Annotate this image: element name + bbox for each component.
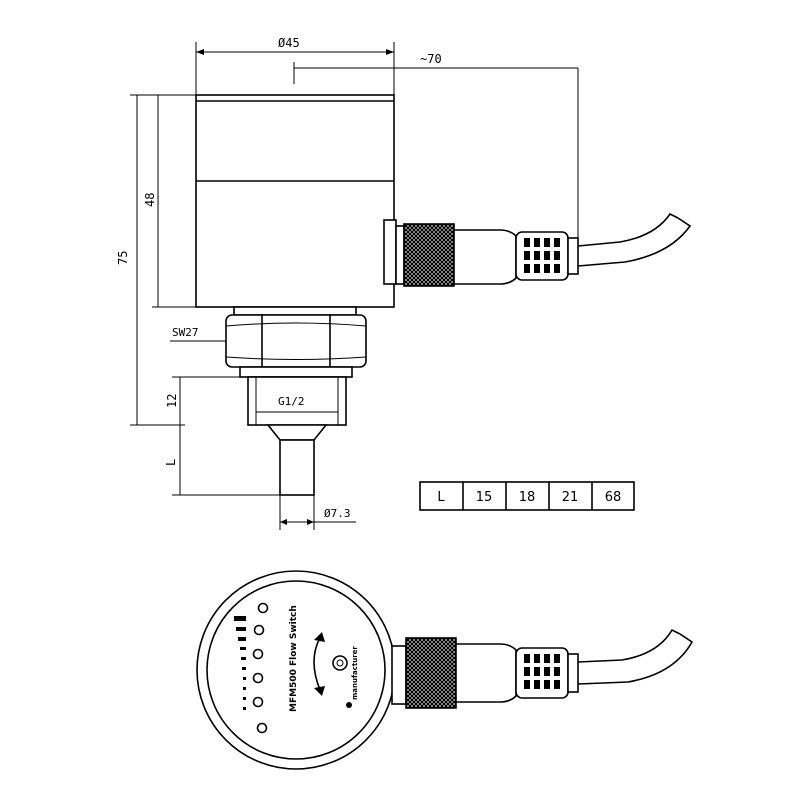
- dimension-cable-length: ~70: [293, 52, 579, 240]
- dim-height-body-label: 48: [143, 193, 157, 207]
- brand-label: manufacturer: [351, 646, 359, 700]
- thread-section: G1/2 12: [165, 376, 347, 426]
- rotation-arrow-icon: [313, 632, 325, 696]
- table-value-cell: 15: [476, 490, 493, 505]
- dim-cable-length-label: ~70: [420, 52, 442, 66]
- table-header-cell: L: [437, 490, 445, 505]
- hex-nut: SW27: [170, 306, 367, 378]
- length-table: L 15 18 21 68: [419, 481, 635, 511]
- thread-label: G1/2: [278, 395, 305, 408]
- dim-height-total-label: 75: [116, 251, 130, 265]
- dim-probe-diameter-label: Ø7.3: [324, 507, 351, 520]
- dimension-diameter-top: Ø45: [195, 36, 395, 95]
- dimension-height-total: 75: [116, 94, 196, 426]
- brand-logo-icon: [332, 655, 352, 708]
- side-connector: [395, 212, 692, 287]
- led-indicators: [252, 602, 269, 734]
- table-value-cell: 68: [605, 490, 622, 505]
- dim-thread-length-label: 12: [165, 394, 179, 408]
- table-value-cell: 21: [562, 490, 579, 505]
- dim-width-top-label: Ø45: [278, 36, 300, 50]
- housing: [195, 94, 397, 308]
- front-connector: [391, 628, 694, 709]
- front-view: MFM500 Flow Switch manufacturer: [196, 570, 396, 770]
- product-label: MFM500 Flow Switch: [289, 605, 299, 712]
- table-value-cell: 18: [519, 490, 536, 505]
- probe: L Ø7.3: [164, 424, 356, 530]
- dimension-height-body: 48: [143, 95, 196, 308]
- led-level-bars: [234, 616, 246, 710]
- wrench-size-label: SW27: [172, 326, 199, 339]
- dim-probe-length-label: L: [164, 459, 178, 466]
